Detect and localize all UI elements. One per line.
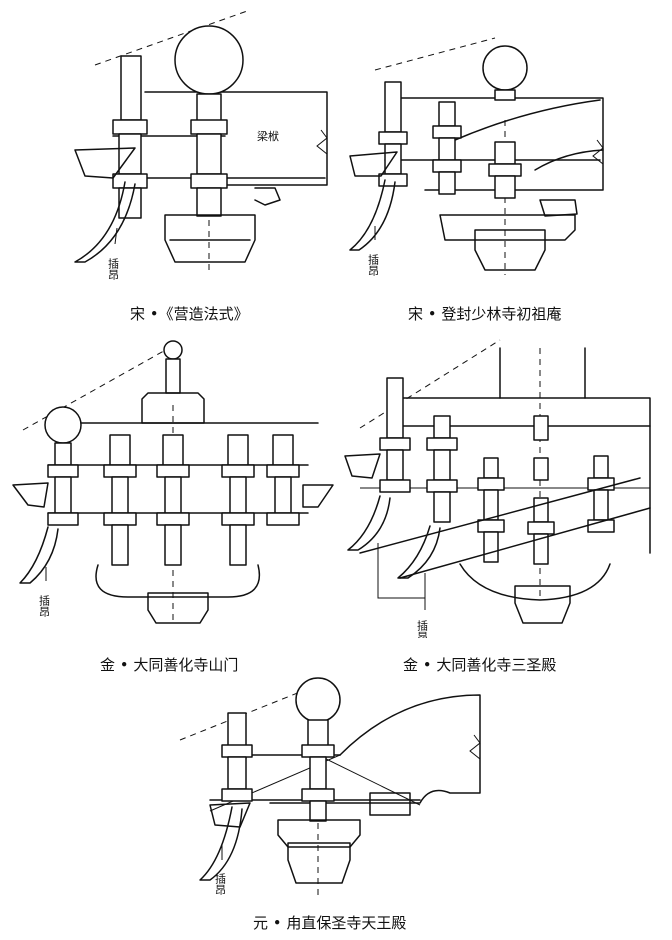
ang-curve: [19, 526, 59, 584]
beam-curve: [534, 149, 604, 171]
beam-break: [316, 129, 328, 155]
dou-block: [309, 756, 327, 790]
ang-tail: [384, 81, 402, 133]
diagram-yuan-baoshengsi-tianwangdian: 插昂: [179, 677, 481, 897]
dou-block: [301, 744, 335, 758]
lower-bracket: [459, 563, 611, 601]
dou-block: [221, 788, 253, 802]
dou-block: [112, 173, 148, 189]
ang-curve: [349, 179, 396, 251]
dou-block: [378, 173, 408, 187]
lower-bracket: [164, 214, 256, 263]
bracket-column: [477, 457, 505, 563]
dou-block: [196, 187, 222, 217]
beam: [144, 91, 328, 186]
ang-curve: [199, 806, 243, 881]
caption-song-chuzuan: 宋 • 登封少林寺初祖庵: [408, 305, 562, 323]
bracket-column: [103, 434, 137, 566]
ang-label: 插昂: [214, 872, 227, 895]
lower-bracket: [254, 187, 281, 206]
purlin-circle: [482, 45, 528, 91]
dou-block: [438, 101, 456, 127]
ang-arm: [317, 754, 421, 806]
cantilever-arm: [12, 482, 49, 508]
bracket-column: [379, 377, 411, 493]
ang-tail: [120, 55, 142, 121]
ang-arm: [359, 477, 641, 554]
lower-bracket: [287, 842, 351, 884]
ang-label: 插昂: [107, 257, 120, 280]
ang-label: 插昂: [416, 619, 429, 638]
lower-bracket: [95, 564, 261, 598]
beam-break: [469, 734, 481, 760]
caption-jin-shanhuasi-shanmen: 金 • 大同善化寺山门: [100, 656, 239, 674]
dou-block: [378, 131, 408, 145]
caption-jin-shanhuasi-sanshengdian: 金 • 大同善化寺三圣殿: [403, 656, 557, 674]
diagram-song-chuzuan: 插昂: [349, 37, 604, 276]
dou-block: [309, 800, 327, 822]
diagram-song-yingzao-fashi: 梁栿 插昂: [74, 9, 328, 280]
beam-label: 梁栿: [257, 129, 279, 143]
dou-block: [494, 175, 516, 199]
cantilever-arm: [74, 147, 136, 179]
ang-curve: [74, 181, 136, 263]
caption-yuan-baoshengsi-tianwangdian: 元 • 甪直保圣寺天王殿: [253, 914, 407, 932]
lower-bracket: [539, 199, 578, 217]
diagram-jin-shanhuasi-shanmen: 插昂: [12, 340, 334, 624]
bracket-column: [221, 434, 255, 566]
lower-bracket: [147, 592, 209, 624]
bracket-column: [47, 442, 79, 526]
dou-block: [494, 89, 516, 101]
bracket-column: [156, 434, 190, 566]
purlin-circle: [295, 677, 341, 723]
beam: [269, 694, 481, 804]
purlin-circle: [44, 406, 82, 444]
dou-block: [494, 141, 516, 165]
lower-bracket: [439, 214, 576, 241]
ang-label: 插昂: [38, 594, 51, 617]
cantilever-arm: [344, 453, 381, 479]
dou-block: [196, 133, 222, 175]
dou-block: [221, 744, 253, 758]
roof-slope-line: [22, 342, 179, 431]
dou-block: [190, 119, 228, 135]
ang-leader: [377, 543, 426, 599]
dou-block: [488, 163, 522, 177]
ang-label: 插昂: [367, 253, 380, 276]
dou-block: [112, 119, 148, 135]
ang-arm: [399, 507, 651, 579]
dou-block: [301, 788, 335, 802]
beam-curve: [454, 99, 601, 141]
dou-block: [438, 137, 456, 161]
dou-block: [227, 756, 247, 790]
roof-slope-line: [359, 339, 501, 429]
ang-curve: [397, 525, 441, 579]
diagram-jin-shanhuasi-sanshengdian: 插昂: [344, 339, 651, 638]
caption-song-yingzao-fashi: 宋 •《营造法式》: [130, 305, 249, 323]
cantilever-arm: [349, 151, 398, 177]
dou-block: [190, 173, 228, 189]
lower-bracket: [369, 792, 411, 816]
purlin-circle: [163, 340, 183, 360]
post: [165, 358, 181, 394]
ang-leader: [114, 227, 118, 245]
cantilever-arm: [302, 484, 334, 508]
bracket-column: [426, 415, 458, 523]
dou-block: [438, 171, 456, 195]
bracket-column: [587, 455, 615, 533]
lower-bracket: [514, 585, 571, 624]
roof-slope-line: [374, 37, 496, 71]
ang-curve: [347, 495, 391, 551]
beam: [394, 397, 651, 554]
dou-block: [307, 719, 329, 747]
purlin-circle: [174, 25, 244, 95]
dou-block: [432, 125, 462, 139]
bracket-column: [266, 434, 300, 526]
lower-bracket: [474, 229, 546, 271]
dou-block: [432, 159, 462, 173]
